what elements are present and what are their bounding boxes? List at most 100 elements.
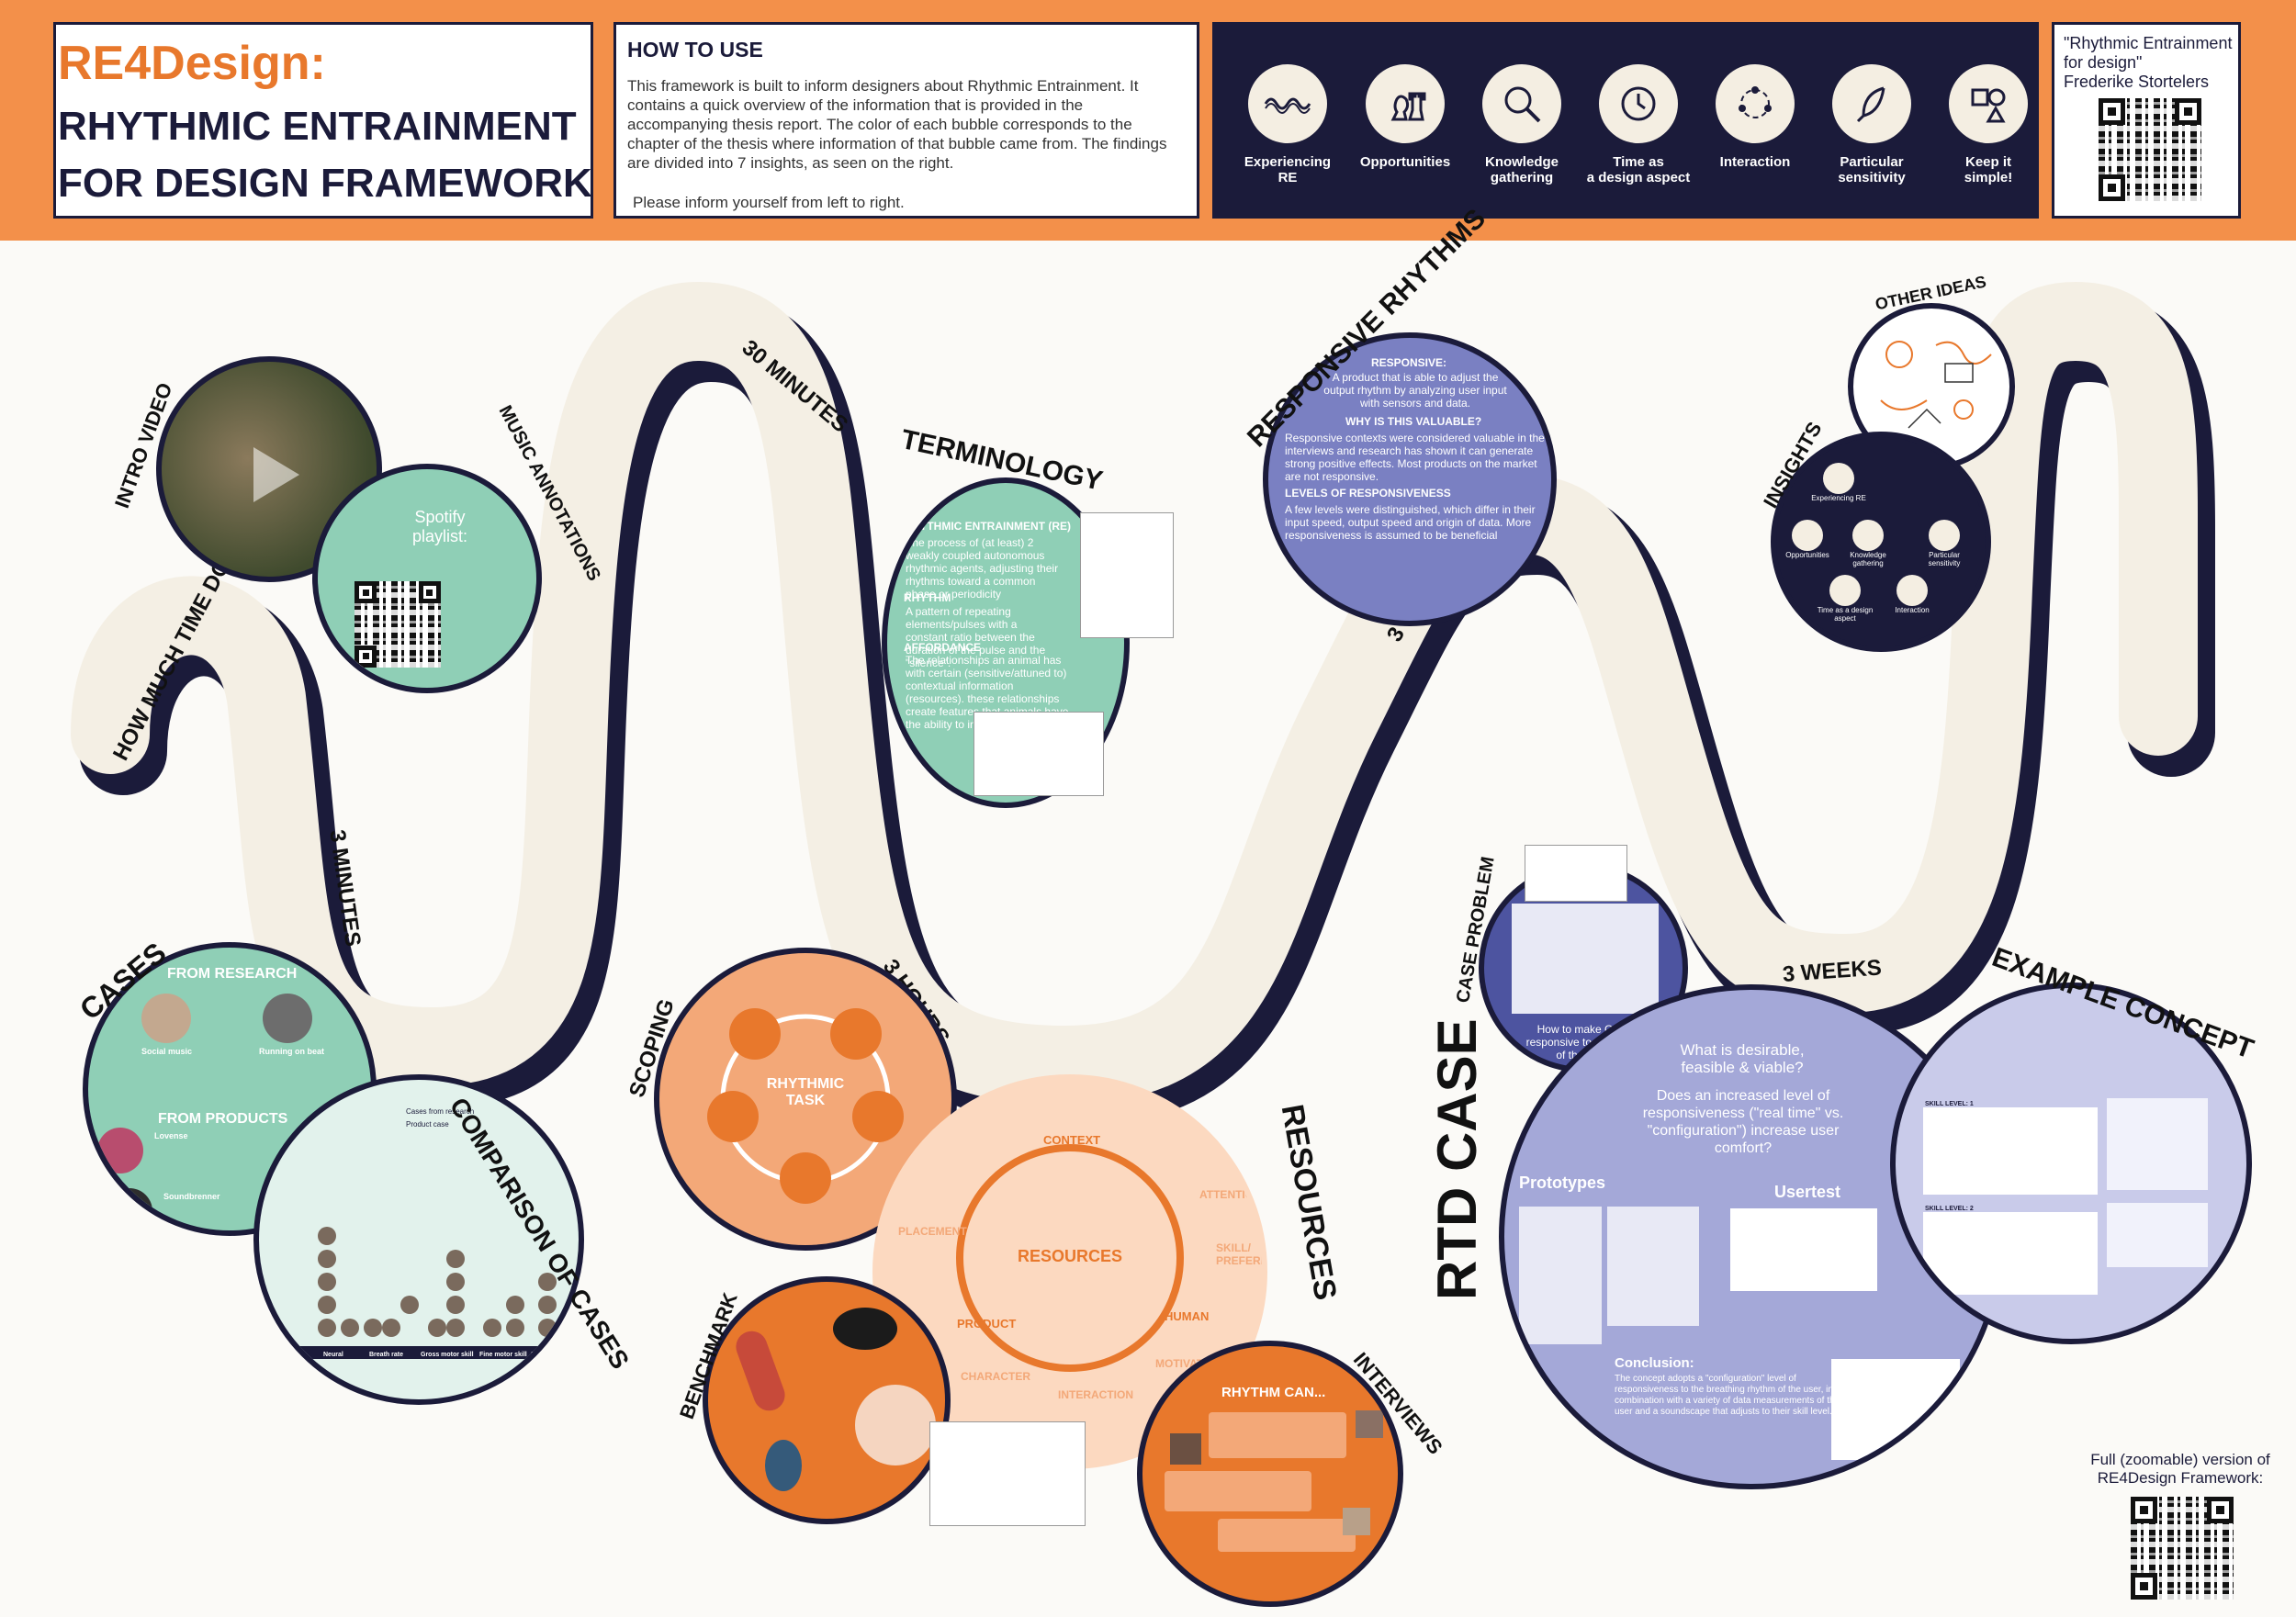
how-text2: Please inform yourself from left to righ…: [633, 194, 905, 211]
term-h2: RHYTHM: [904, 591, 951, 604]
title-line1: RE4Design:: [58, 37, 326, 90]
rtd-conclusion: The concept adopts a "configuration" lev…: [1615, 1374, 1840, 1417]
how-title: HOW TO USE: [627, 38, 763, 62]
cat-neural: Neural: [323, 1352, 343, 1358]
ins-item: Knowledge gathering: [1840, 520, 1896, 567]
case-photo: [263, 994, 312, 1043]
rtd-q2: Does an increased level of responsivenes…: [1642, 1088, 1844, 1156]
res-item-interaction: INTERACTION: [1058, 1388, 1133, 1401]
insight-label: Experiencing RE: [1244, 154, 1332, 185]
skill-level-1: SKILL LEVEL: 1: [1925, 1101, 1974, 1107]
quote-card: [1209, 1412, 1346, 1458]
sketch-illustrations: [1880, 341, 1992, 429]
case-social-music: Social music: [141, 1047, 193, 1056]
concept-graph: [2107, 1098, 2208, 1190]
resp-p1: A product that is able to adjust the out…: [1323, 371, 1507, 410]
how-to-use-box: HOW TO USE This framework is built to in…: [613, 22, 1199, 219]
comparison-bubble: Cases from research Product case Neural …: [253, 1074, 584, 1405]
ins-item: Opportunities: [1780, 520, 1835, 559]
insight-interaction: Interaction: [1700, 64, 1810, 170]
product-photo: [765, 1440, 802, 1491]
rtd-prototypes: Prototypes: [1519, 1173, 1606, 1192]
insight-simple: Keep it simple!: [1933, 64, 2043, 185]
comparison-chart: [290, 1227, 566, 1359]
ins-item: Particular sensitivity: [1912, 520, 1976, 567]
title-line3: FOR DESIGN FRAMEWORK: [58, 161, 592, 206]
term-h1: RHYTHMIC ENTRAINMENT (RE): [904, 520, 1071, 533]
ins-item: Experiencing RE: [1811, 463, 1866, 502]
how-text: This framework is built to inform design…: [627, 77, 1167, 172]
scoping-task: RHYTHMIC TASK: [766, 1076, 845, 1108]
resp-h2: WHY IS THIS VALUABLE?: [1345, 415, 1482, 428]
concept-storyboard: [1923, 1212, 2098, 1295]
avatar: [1170, 1433, 1201, 1465]
quote-card: [1165, 1471, 1311, 1511]
spotify-qr-code[interactable]: [355, 581, 441, 668]
term-diagram-1: [1080, 512, 1174, 638]
cycle-icon: [1739, 86, 1772, 118]
benchmark-chart: [929, 1421, 1086, 1526]
title-box: RE4Design: RHYTHMIC ENTRAINMENT FOR DESI…: [53, 22, 593, 219]
rhythmic-task-wheel: [707, 1008, 904, 1204]
res-item-skill: SKILL/ PREFERENCE: [1216, 1241, 1267, 1267]
term-diagram-2: [974, 712, 1104, 796]
resources-center: RESOURCES: [1018, 1247, 1123, 1265]
cat-gross: Gross motor skill: [421, 1352, 474, 1358]
framework-qr-code[interactable]: [2131, 1497, 2234, 1600]
concept-graph: [2107, 1203, 2208, 1267]
spotify-label: Spotify playlist:: [411, 508, 468, 545]
insight-label: Opportunities: [1359, 154, 1451, 170]
shapes-icon: [1971, 88, 2006, 123]
insight-time: Time as a design aspect: [1583, 64, 1694, 185]
case-photo: [97, 1128, 143, 1173]
res-item-placement: PLACEMENT: [898, 1225, 967, 1238]
chess-icon: [1390, 92, 1426, 121]
term-h3: AFFORDANCE: [904, 641, 981, 654]
rtd-q1: What is desirable, feasible & viable?: [1680, 1041, 1805, 1076]
reference-box: "Rhythmic Entrainment for design" Freder…: [2052, 22, 2241, 219]
product-photo: [731, 1326, 790, 1416]
play-icon[interactable]: [249, 443, 304, 507]
cases-from-research: FROM RESEARCH: [167, 966, 298, 982]
resources-wheel: [956, 1144, 1184, 1372]
rtd-usertest: Usertest: [1774, 1183, 1841, 1201]
res-item-human: HUMAN: [1165, 1309, 1210, 1323]
term-p2: A pattern of repeating elements/pulses w…: [906, 605, 1046, 669]
case-lovense: Lovense: [154, 1131, 188, 1140]
term-p3: The relationships an animal has with cer…: [906, 654, 1068, 731]
skill-level-2: SKILL LEVEL: 2: [1925, 1206, 1974, 1212]
music-annotations-bubble: Spotify playlist:: [312, 464, 542, 693]
insight-label: Interaction: [1719, 154, 1791, 170]
case-photo: [107, 1188, 152, 1230]
insights-bubble: Experiencing RE Opportunities Knowledge …: [1771, 432, 1991, 652]
resp-h3: LEVELS OF RESPONSIVENESS: [1285, 487, 1451, 500]
product-photo: [833, 1308, 897, 1350]
footer-text: Full (zoomable) version of RE4Design Fra…: [2090, 1451, 2270, 1487]
res-item-character: CHARACTER: [961, 1370, 1030, 1383]
insight-label: Keep it simple!: [1964, 154, 2013, 185]
res-item-attention: ATTENTION: [1199, 1188, 1262, 1201]
case-problem-sketch: [1525, 845, 1627, 902]
dots-icon: [1264, 97, 1311, 114]
prototype-image: [1607, 1207, 1699, 1326]
case-running: Running on beat: [259, 1047, 324, 1056]
resp-p3: A few levels were distinguished, which d…: [1285, 503, 1536, 542]
product-photo: [855, 1385, 936, 1465]
thesis-qr-code[interactable]: [2099, 98, 2201, 201]
interviews-bubble: RHYTHM CAN...: [1137, 1341, 1403, 1607]
prototype-image: [1519, 1207, 1602, 1344]
insight-label: Time as a design aspect: [1586, 154, 1691, 185]
clock-icon: [1621, 86, 1656, 121]
avatar: [1356, 1410, 1383, 1438]
res-item-product: PRODUCT: [957, 1317, 1017, 1331]
resp-p2: Responsive contexts were considered valu…: [1285, 432, 1545, 483]
legend-product: Product case: [406, 1120, 449, 1129]
insights-legend: Experiencing RE Opportunities Knowledge …: [1212, 22, 2039, 219]
legend-research: Cases from research: [406, 1107, 475, 1116]
res-item-context: CONTEXT: [1043, 1133, 1101, 1147]
responsive-rhythms-bubble: RESPONSIVE: A product that is able to ad…: [1263, 332, 1557, 626]
conclusion-graph: [1831, 1359, 1960, 1460]
storyboard-image: [1512, 904, 1659, 1014]
benchmark-bubble: [703, 1276, 951, 1524]
insight-label: Knowledge gathering: [1484, 154, 1559, 185]
